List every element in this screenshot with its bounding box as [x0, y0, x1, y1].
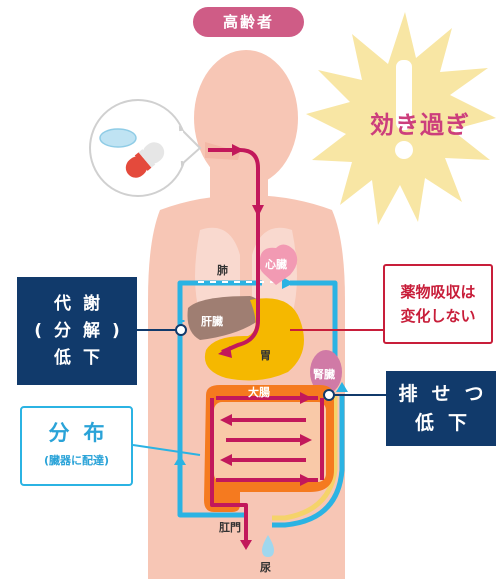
- distribution-callout: 分布 (臓器に配達): [20, 406, 133, 486]
- drug-path-arrows: [218, 144, 312, 550]
- metabolism-line-2: (分解): [34, 320, 132, 341]
- kidney: [310, 350, 342, 394]
- metabolism-line-3: 低下: [54, 347, 112, 368]
- stomach-label: 胃: [260, 349, 271, 362]
- blood-circulation-path: [174, 277, 348, 528]
- urine-droplet-icon: [262, 535, 274, 557]
- stomach: [204, 298, 304, 381]
- distribution-title: 分布: [48, 421, 119, 445]
- absorption-line-1: 薬物吸収は: [400, 283, 476, 301]
- heart: [258, 244, 298, 285]
- urine-label: 尿: [260, 561, 271, 574]
- overdose-label: 効き過ぎ: [370, 111, 470, 139]
- anus-label: 肛門: [219, 521, 241, 534]
- capsule-icon: [125, 142, 165, 178]
- heart-label: 心臓: [265, 258, 287, 271]
- tablet-icon: [99, 128, 137, 148]
- exclamation-dot: [395, 141, 413, 159]
- metabolism-line-1: 代謝: [54, 293, 112, 314]
- absorption-line-2: 変化しない: [400, 307, 476, 325]
- distribution-note: (臓器に配達): [43, 454, 110, 467]
- large-intestine-label: 大腸: [248, 386, 270, 399]
- metabolism-callout: 代謝 (分解) 低下: [17, 277, 137, 385]
- lungs-label: 肺: [217, 264, 228, 277]
- exclamation-bar: [396, 60, 412, 130]
- overdose-starburst: [306, 12, 496, 225]
- elderly-badge: 高齢者: [193, 7, 304, 37]
- excretion-line-1: 排せつ: [398, 382, 496, 405]
- liver: [187, 296, 263, 340]
- absorption-callout: 薬物吸収は 変化しない: [383, 264, 493, 344]
- callout-connectors: [132, 324, 386, 456]
- liver-label: 肝臓: [201, 315, 223, 328]
- medicine-bubble: [89, 99, 202, 197]
- excretion-callout: 排せつ 低下: [386, 371, 496, 446]
- excretion-line-2: 低下: [414, 411, 481, 434]
- kidney-label: 腎臓: [313, 368, 335, 381]
